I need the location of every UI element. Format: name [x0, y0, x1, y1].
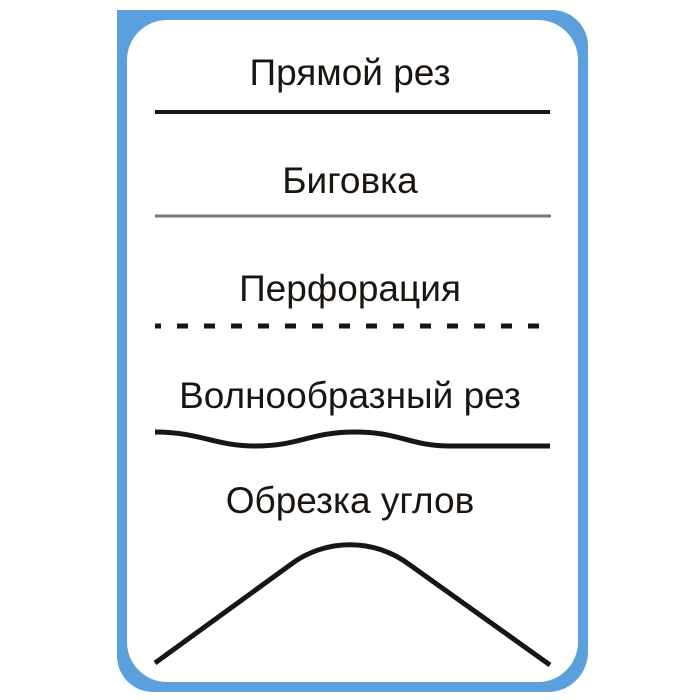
- label-straight-cut: Прямой рез: [249, 52, 451, 93]
- label-wave-cut: Волнообразный рез: [179, 375, 521, 416]
- wave-cut-line: [154, 429, 550, 449]
- label-corner-cut: Обрезка углов: [225, 480, 475, 521]
- label-perforation: Перфорация: [239, 268, 461, 309]
- card-frame: [117, 10, 588, 692]
- corner-cut-line: [153, 542, 552, 668]
- label-creasing: Биговка: [282, 160, 418, 201]
- card-inner: [127, 20, 578, 682]
